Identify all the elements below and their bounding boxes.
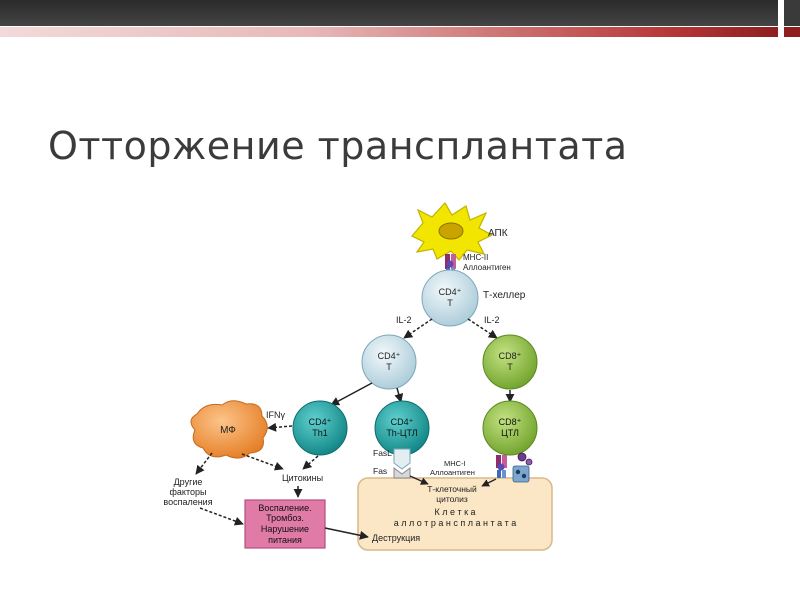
other-factors-line3: воспаления — [163, 497, 212, 507]
th1-cell — [292, 400, 348, 456]
cd4-to-thctl-arrow — [394, 387, 404, 403]
cytokines-label: Цитокины — [282, 473, 323, 483]
inflammation-box — [244, 499, 326, 549]
inflammation-line2: Тромбоз. — [266, 513, 304, 523]
il2-right-arrow — [467, 318, 498, 339]
t-helper-label: Т-хеллер — [483, 290, 526, 301]
mhc-i-label: MHC-I — [444, 459, 466, 468]
slide-title: Отторжение трансплантата — [48, 124, 628, 168]
fas-label: Fas — [373, 466, 387, 476]
allograft-label-line2: а л л о т р а н с п л а н т а т а — [394, 518, 516, 528]
macrophage-cell — [190, 400, 268, 459]
top-decorative-bar — [0, 0, 778, 26]
il2-left-arrow — [403, 318, 433, 339]
ctl-label-b: ЦТЛ — [501, 428, 519, 438]
ctl-cell — [482, 400, 538, 456]
cytolysis-line2: цитолиз — [436, 494, 468, 504]
fasl-label: FasL — [373, 448, 392, 458]
factors-to-inflammation-arrow — [199, 507, 244, 526]
thctl-label-b: Th-ЦТЛ — [386, 428, 417, 438]
th1-label-b: Th1 — [312, 428, 328, 438]
t-cd8-label: T — [507, 362, 513, 372]
ctl-label-a: CD8⁺ — [499, 417, 522, 427]
cd8-mid-label: CD8⁺ — [499, 351, 522, 361]
inflammation-line1: Воспаление. — [258, 503, 311, 513]
alloantigen-top-label: Аллоантиген — [463, 263, 511, 272]
mhc-ii-label: MHC-II — [463, 253, 488, 262]
mf-to-cytokines-arrow — [241, 453, 284, 471]
cytotoxic-granules — [512, 452, 533, 483]
other-factors-line2: факторы — [170, 487, 207, 497]
cytolysis-arrow-right — [481, 478, 497, 487]
apc-cell — [411, 201, 494, 261]
thctl-label-a: CD4⁺ — [391, 417, 414, 427]
ifn-label: IFNγ — [266, 410, 285, 420]
t-mid-label: T — [386, 362, 392, 372]
alloantigen-bottom-label: Аллоантиген — [430, 468, 475, 477]
inflammation-line4: питания — [268, 535, 302, 545]
il2-right-label: IL-2 — [484, 315, 500, 325]
cd4-mid-label: CD4⁺ — [378, 351, 401, 361]
destruction-label: Деструкция — [372, 533, 420, 543]
fasl-ligand — [393, 448, 411, 470]
mf-label: МФ — [220, 425, 236, 436]
allograft-label-line1: К л е т к а — [434, 507, 475, 517]
cytolysis-line1: Т-клеточный — [427, 484, 477, 494]
th1-to-cytokines-arrow — [302, 455, 319, 470]
il2-left-label: IL-2 — [396, 315, 412, 325]
accent-decorative-bar — [0, 27, 778, 37]
allograft-cell — [357, 477, 553, 551]
apc-label: АПК — [488, 228, 508, 239]
destruction-arrow — [324, 527, 369, 540]
cd4-t-helper-cell — [421, 269, 479, 327]
mf-to-factors-arrow — [195, 452, 213, 475]
cd4-top-label: CD4⁺ — [439, 287, 462, 297]
t-top-label: T — [447, 298, 453, 308]
top-decorative-bar-right — [784, 0, 800, 26]
cd4-t-cell — [361, 334, 417, 390]
mhc-i-receptor — [496, 455, 507, 478]
ifn-arrow — [267, 422, 293, 432]
cd8-t-cell — [482, 334, 538, 390]
th1-label-a: CD4⁺ — [309, 417, 332, 427]
cytolysis-arrow-left — [409, 475, 429, 485]
other-factors-line1: Другие — [174, 477, 203, 487]
fas-receptor — [393, 467, 411, 479]
cd4-to-th1-arrow — [330, 382, 373, 406]
accent-decorative-bar-right — [784, 27, 800, 37]
inflammation-line3: Нарушение — [261, 524, 309, 534]
